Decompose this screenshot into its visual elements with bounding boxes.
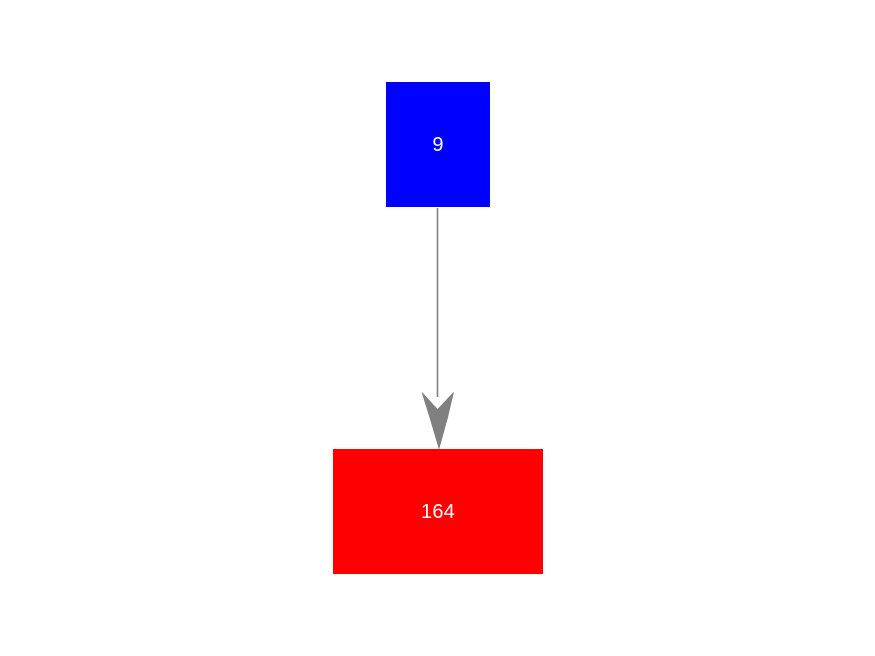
graph-node-target-label: 164 [421,500,455,523]
edge-arrowhead-icon [421,392,454,450]
graph-node-target[interactable]: 164 [333,449,543,574]
graph-node-source-label: 9 [432,133,444,156]
graph-node-source[interactable]: 9 [386,82,490,207]
edge-source-to-target[interactable] [421,208,454,450]
